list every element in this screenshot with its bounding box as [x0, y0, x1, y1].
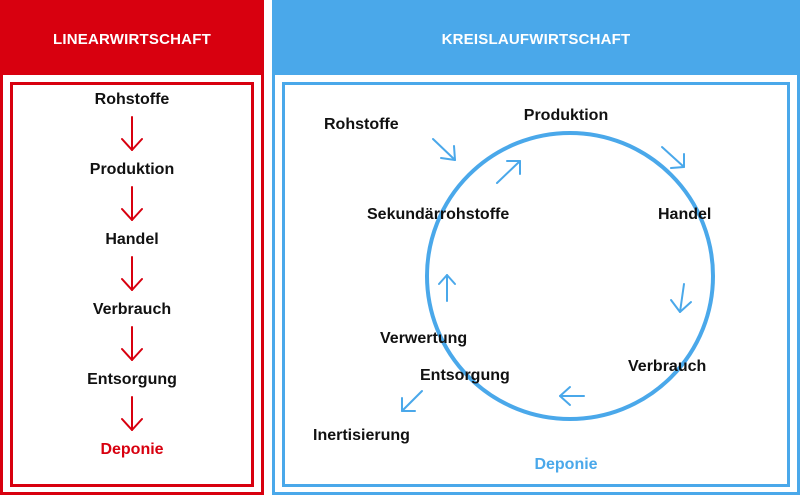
arrow-down-icon [121, 116, 143, 151]
arrow-recycling-up-icon [438, 274, 456, 302]
circular-label-produktion: Produktion [523, 107, 609, 124]
linear-step-verbrauch: Verbrauch [92, 301, 172, 318]
circular-label-verwertung: Verwertung [380, 330, 468, 347]
linear-economy-flow-box [10, 82, 254, 487]
circular-label-inertisierung: Inertisierung [313, 427, 410, 444]
linear-economy-header: LINEARWIRTSCHAFT [3, 3, 261, 75]
arrow-consumption-to-disposal-icon [559, 386, 585, 406]
circular-economy-flow-box [282, 82, 790, 487]
arrow-down-icon [121, 396, 143, 431]
linear-step-produktion: Produktion [89, 161, 175, 178]
circular-label-handel: Handel [658, 206, 712, 223]
arrow-trade-to-consumption-icon [670, 283, 692, 313]
circular-label-verbrauch: Verbrauch [628, 358, 707, 375]
linear-step-handel: Handel [105, 231, 159, 248]
linear-step-rohstoffe: Rohstoffe [94, 91, 170, 108]
arrow-disposal-to-inert-icon [401, 390, 423, 412]
linear-step-entsorgung: Entsorgung [87, 371, 177, 388]
circular-economy-header: KREISLAUFWIRTSCHAFT [275, 3, 797, 75]
circular-label-sekundaerrohstoffe: Sekundärrohstoffe [367, 206, 510, 223]
circular-label-entsorgung: Entsorgung [420, 367, 510, 384]
circular-final-deponie: Deponie [534, 456, 598, 473]
arrow-secondary-to-production-icon [496, 160, 521, 184]
arrow-down-icon [121, 326, 143, 361]
arrow-production-to-trade-icon [661, 146, 685, 169]
linear-final-deponie: Deponie [100, 441, 164, 458]
arrow-raw-in-icon [432, 138, 456, 161]
arrow-down-icon [121, 256, 143, 291]
circular-label-rohstoffe: Rohstoffe [324, 116, 399, 133]
cycle-circle [425, 131, 715, 421]
arrow-down-icon [121, 186, 143, 221]
